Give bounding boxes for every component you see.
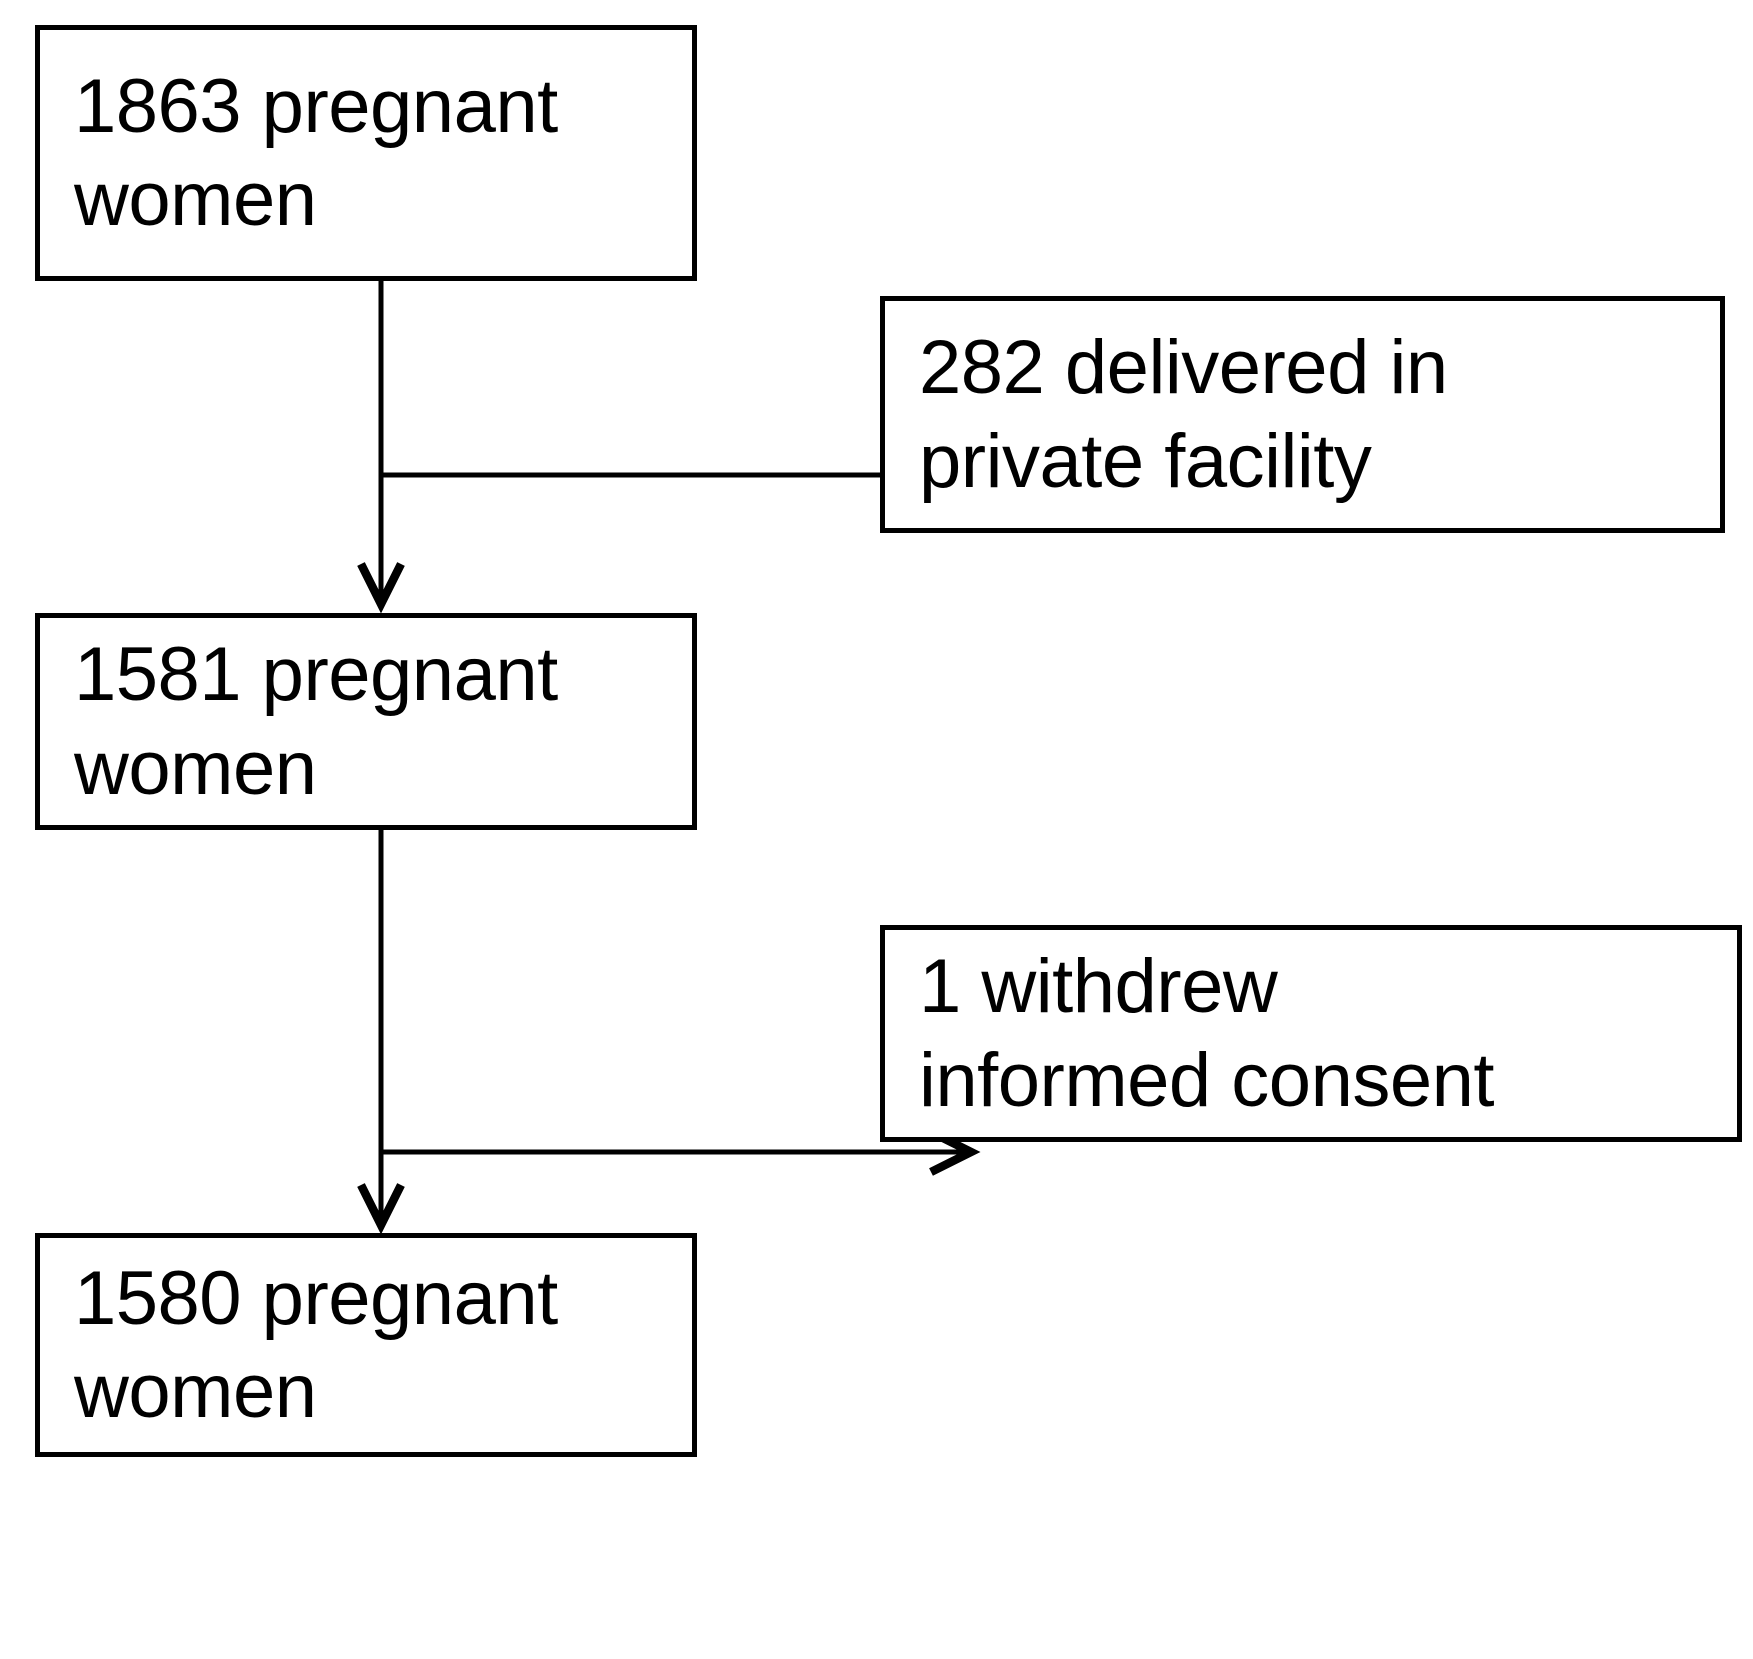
analysed-box-label: 1580 pregnant women [74,1255,558,1434]
private-facility-exclusion-box-label: 282 delivered in private facility [919,325,1448,504]
eligible-box-label: 1581 pregnant women [74,632,558,811]
analysed-box: 1580 pregnant women [35,1233,697,1457]
enrolled-box-label: 1863 pregnant women [74,63,558,242]
withdrew-consent-exclusion-box: 1 withdrew informed consent [880,925,1742,1142]
withdrew-consent-exclusion-box-label: 1 withdrew informed consent [919,944,1495,1123]
enrolled-box: 1863 pregnant women [35,25,697,281]
private-facility-exclusion-box: 282 delivered in private facility [880,296,1725,533]
eligible-box: 1581 pregnant women [35,613,697,830]
